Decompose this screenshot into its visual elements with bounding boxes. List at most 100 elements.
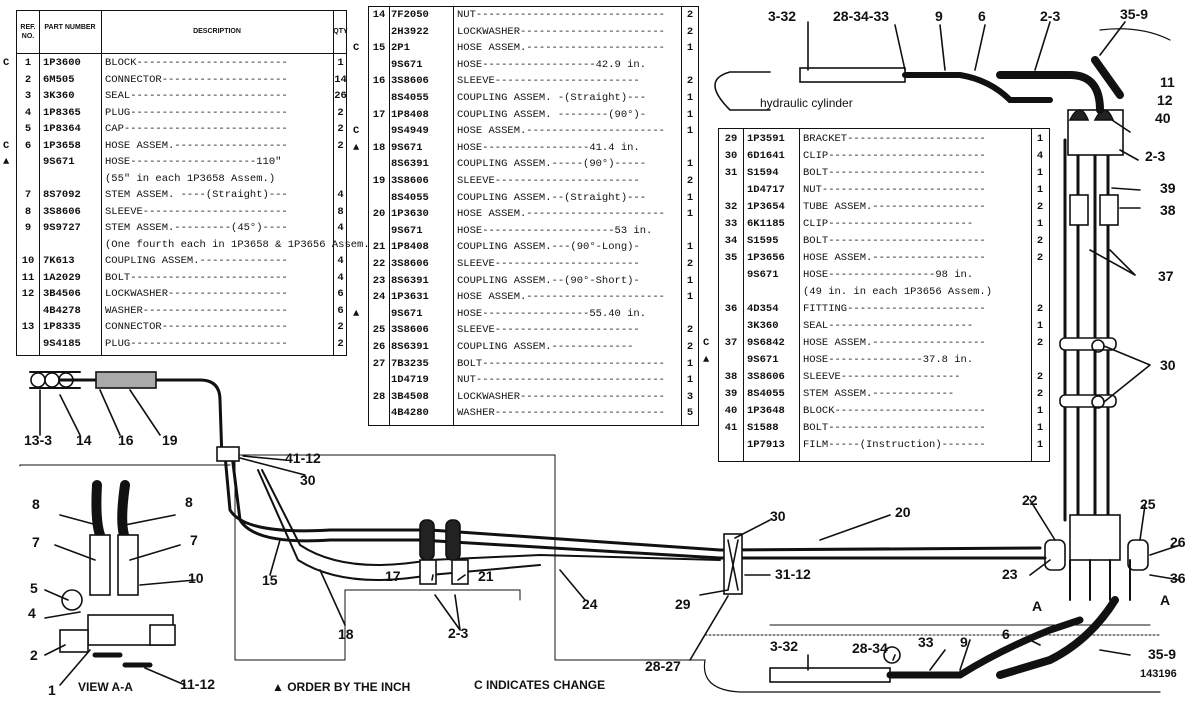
part-number: 8S4055	[391, 191, 429, 204]
callout: 28-34-33	[833, 8, 890, 24]
description: HOSE-----------------55.40 in.	[457, 307, 647, 320]
ref-no: 18	[372, 141, 386, 154]
quantity: 1	[1036, 422, 1044, 434]
serial-number: 143196	[1140, 668, 1177, 680]
part-number: 1P3631	[391, 291, 429, 304]
description: BOLT-------------------------	[803, 167, 986, 179]
change-mark: ▲	[703, 354, 710, 366]
part-number: 1P8365	[43, 106, 81, 119]
ref-no: 28	[372, 390, 386, 403]
description: SLEEVE-----------------------	[105, 205, 288, 218]
part-number: 3S8606	[391, 175, 429, 187]
description: CAP--------------------------	[105, 123, 288, 135]
part-number: 4B4280	[391, 407, 429, 420]
callout: 7	[190, 532, 198, 548]
callout: 31-12	[775, 566, 811, 582]
callout: 22	[1022, 492, 1038, 508]
quantity: 2	[686, 9, 694, 21]
description: CONNECTOR--------------------	[105, 73, 288, 86]
ref-no: 15	[372, 42, 386, 55]
description: HOSE ASSEM.------------------	[105, 139, 288, 152]
ref-no: 8	[24, 205, 32, 218]
quantity: 2	[1036, 201, 1044, 213]
part-number: 1P8335	[43, 321, 81, 333]
part-number: 3S8606	[43, 205, 81, 218]
header-part-number: PART NUMBER	[44, 24, 96, 31]
table-row: 9S671 HOSE---------------37.8 in.▲	[703, 354, 1049, 370]
ref-no: 19	[372, 175, 386, 187]
quantity: 2	[337, 139, 344, 152]
table-row: 9S671 HOSE------------------42.9 in.	[369, 59, 698, 75]
header-qty: QTY	[333, 28, 348, 35]
part-number: 9S671	[391, 224, 423, 237]
quantity: 4	[337, 189, 344, 201]
ref-no: 34	[724, 235, 738, 247]
quantity: 1	[686, 158, 694, 171]
description: HOSE ASSEM.----------------------	[457, 42, 665, 55]
ref-no: 9	[24, 222, 32, 234]
callout: 8	[32, 496, 40, 512]
part-number: 1P3654	[747, 201, 785, 213]
quantity: 2	[1036, 371, 1044, 383]
quantity: 1	[686, 92, 694, 104]
part-number: 8S4055	[391, 92, 429, 104]
ref-no: 39	[724, 388, 738, 400]
description: HOSE ASSEM.----------------------	[457, 291, 665, 304]
ref-no: 29	[724, 133, 738, 145]
quantity: 2	[1036, 252, 1044, 264]
change-mark: ▲	[353, 307, 360, 320]
quantity: 5	[686, 407, 694, 420]
part-number: 9S671	[747, 269, 779, 281]
table-row: (49 in. in each 1P3656 Assem.)	[719, 286, 1049, 302]
ref-no: 13	[21, 321, 35, 333]
callout: 18	[338, 626, 354, 642]
description: NUT------------------------------	[457, 374, 665, 387]
description: SEAL-----------------------	[803, 320, 974, 332]
part-number: 1D4719	[391, 374, 429, 387]
table-row: 8S4055 COUPLING ASSEM. -(Straight)---1	[369, 92, 698, 108]
part-number: 8S6391	[391, 274, 429, 287]
description: STEM ASSEM. ----(Straight)---	[105, 189, 288, 201]
description: LOCKWASHER-------------------	[105, 288, 288, 300]
ref-no: 33	[724, 218, 738, 230]
description: (55" in each 1P3658 Assem.)	[105, 172, 276, 185]
ref-no: 7	[24, 189, 32, 201]
quantity: 1	[686, 241, 694, 254]
callout: 20	[895, 504, 911, 520]
part-number: 7K613	[43, 255, 75, 267]
quantity: 14	[334, 73, 347, 86]
part-number: 1P3600	[43, 57, 81, 69]
quantity: 1	[686, 125, 694, 138]
callout: 11	[1160, 74, 1175, 90]
description: BOLT-------------------------	[803, 422, 986, 434]
callout: 14	[76, 432, 92, 448]
quantity: 1	[1036, 439, 1044, 451]
quantity: 1	[1036, 320, 1044, 332]
callout: 8	[185, 494, 193, 510]
part-number: 7F2050	[391, 9, 429, 21]
part-number: 1P3591	[747, 133, 785, 145]
description: PLUG-------------------------	[105, 337, 288, 350]
callout: 2	[30, 647, 38, 663]
description: SEAL-------------------------	[105, 90, 288, 102]
description: HOSE ASSEM.------------------	[803, 252, 986, 264]
callout: 23	[1002, 566, 1018, 582]
quantity: 1	[1036, 184, 1044, 196]
description: FILM-----(Instruction)-------	[803, 439, 986, 451]
description: HOSE------------------42.9 in.	[457, 58, 647, 71]
quantity: 2	[337, 321, 344, 333]
quantity: 4	[337, 255, 344, 267]
quantity: 2	[1036, 388, 1044, 400]
